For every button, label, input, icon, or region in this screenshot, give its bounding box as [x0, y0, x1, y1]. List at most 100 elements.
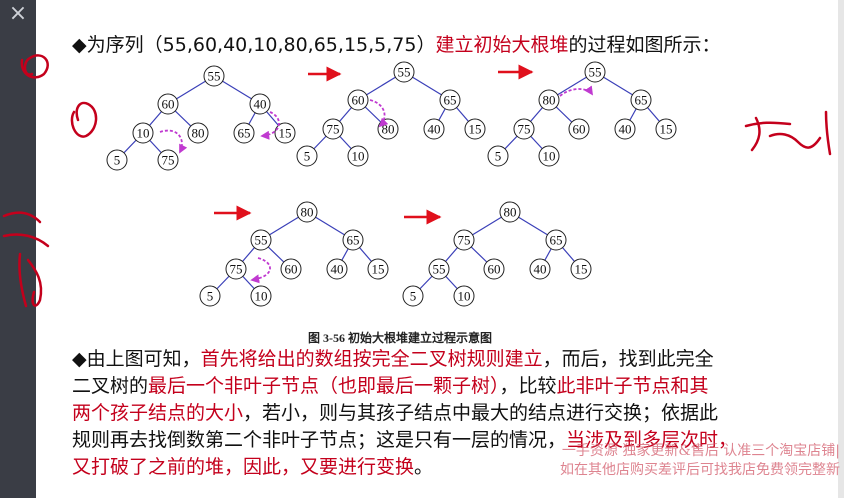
tree-node-value: 10: [543, 149, 556, 164]
tree-node-circle: [296, 145, 318, 167]
paragraph-line-4: 规则再去找倒数第二个非叶子节点；这是只有一层的情况，当涉及到多层次时，: [72, 428, 737, 452]
tree-node-circle: [225, 258, 247, 280]
tree-node-value: 55: [208, 69, 221, 84]
tree-node-value: 5: [304, 149, 311, 164]
tree-node-value: 15: [279, 126, 292, 141]
swap-arrow-55-80: [559, 85, 594, 97]
tree-node-value: 65: [238, 126, 251, 141]
left-sidebar: ×: [0, 0, 36, 498]
tree-node-value: 60: [352, 93, 365, 108]
text-run-red: 两个孩子结点的大小: [72, 402, 244, 424]
tree-node-value: 60: [573, 122, 586, 137]
paragraph-line-2: 二叉树的最后一个非叶子节点（也即最后一颗子树），比较此非叶子节点和其: [72, 374, 709, 398]
text-run-red: 首先将给出的数组按完全二叉树规则建立: [200, 348, 543, 370]
tree-node-circle: [630, 89, 652, 111]
tree-node-circle: [513, 118, 535, 140]
heading-suffix: 的过程如图所示：: [568, 34, 721, 56]
tree-node-value: 5: [114, 153, 121, 168]
tree-node-value: 65: [550, 233, 563, 248]
tree-node-circle: [342, 229, 364, 251]
text-run: ，若小，则与其孩子结点中最大的结点进行交换；依据此: [243, 402, 719, 424]
tree-node-value: 80: [504, 205, 517, 220]
tree-node-circle: [439, 89, 461, 111]
tree-node-value: 40: [534, 262, 547, 277]
text-run: ，而后，找到此完全: [542, 348, 714, 370]
tree-node-value: 80: [301, 205, 314, 220]
tree-node-value: 40: [619, 122, 632, 137]
tree-node-circle: [187, 122, 209, 144]
tree-node-value: 55: [433, 262, 446, 277]
swap-arrow-40-65: [260, 111, 280, 140]
watermark-line-1: 一手资源 独家更新&售后 认准三个淘宝店铺|: [561, 443, 840, 459]
heading-line: ◆为序列（55,60,40,10,80,65,15,5,75）建立初始大根堆的过…: [72, 33, 721, 57]
tree-node-value: 60: [285, 262, 298, 277]
text-run: 二叉树的: [72, 375, 149, 397]
handwriting-doodles: [2, 54, 832, 308]
tree-node-circle: [132, 122, 154, 144]
tree-node-circle: [296, 201, 318, 223]
tree-node-value: 40: [428, 122, 441, 137]
tree-node-value: 75: [327, 122, 340, 137]
heading-highlight: 建立初始大根堆: [435, 34, 569, 56]
tree-node-value: 80: [192, 126, 205, 141]
swap-arrows: [159, 85, 594, 284]
tree-node-circle: [655, 118, 677, 140]
tree-node-value: 55: [255, 233, 268, 248]
tree-node-circle: [199, 285, 221, 307]
tree-node-circle: [570, 258, 592, 280]
text-run: ，比较: [499, 375, 557, 397]
close-icon[interactable]: ×: [8, 1, 28, 26]
paragraph-line-5: 又打破了之前的堆，因此，又要进行变换。: [72, 455, 433, 479]
tree-node-value: 55: [398, 65, 411, 80]
tree-node-value: 10: [137, 126, 150, 141]
tree-node-circle: [568, 118, 590, 140]
tree-node-circle: [584, 61, 606, 83]
tree-node-value: 5: [495, 149, 502, 164]
tree-node-circle: [250, 285, 272, 307]
tree-node-value: 80: [543, 93, 556, 108]
tree-node-value: 40: [254, 97, 267, 112]
text-run: 规则再去找倒数第二个非叶子节点；这是只有一层的情况，: [72, 429, 567, 451]
tree-node-circle: [322, 118, 344, 140]
tree-node-circle: [157, 93, 179, 115]
tree-node-circle: [106, 149, 128, 171]
tree-node-value: 60: [488, 262, 501, 277]
slide-right-edge: [838, 0, 844, 498]
tree-node-circle: [538, 145, 560, 167]
tree-node-circle: [545, 229, 567, 251]
paragraph-line-1: ◆由上图可知，首先将给出的数组按完全二叉树规则建立，而后，找到此完全: [72, 347, 714, 371]
tree-node-circle: [483, 258, 505, 280]
tree-node-value: 65: [635, 93, 648, 108]
tree-node-value: 65: [347, 233, 360, 248]
tree-node-value: 10: [352, 149, 365, 164]
tree-node-value: 15: [575, 262, 588, 277]
tree-node-circle: [529, 258, 551, 280]
tree-node-circle: [233, 122, 255, 144]
tree-node-circle: [274, 122, 296, 144]
tree-node-circle: [428, 258, 450, 280]
tree-node-value: 75: [518, 122, 531, 137]
text-run: ◆由上图可知，: [72, 348, 201, 370]
tree-node-circle: [157, 149, 179, 171]
swap-arrow-60-80: [369, 99, 389, 128]
figure-caption: 图 3-56 初始大根堆建立过程示意图: [308, 330, 492, 345]
tree-node-value: 80: [382, 122, 395, 137]
heading-sequence: （55,60,40,10,80,65,15,5,75）: [143, 34, 436, 56]
tree-node-circle: [453, 285, 475, 307]
heading-bullet: ◆: [72, 34, 87, 56]
tree-node-circle: [250, 229, 272, 251]
tree-node-circle: [423, 118, 445, 140]
tree-node-circle: [347, 145, 369, 167]
step-arrows: [214, 64, 534, 225]
swap-arrow-10-75: [159, 129, 188, 154]
tree-node-value: 15: [372, 262, 385, 277]
tree-node-circle: [614, 118, 636, 140]
tree-node-circle: [393, 61, 415, 83]
swap-arrow-55-75: [250, 257, 271, 284]
